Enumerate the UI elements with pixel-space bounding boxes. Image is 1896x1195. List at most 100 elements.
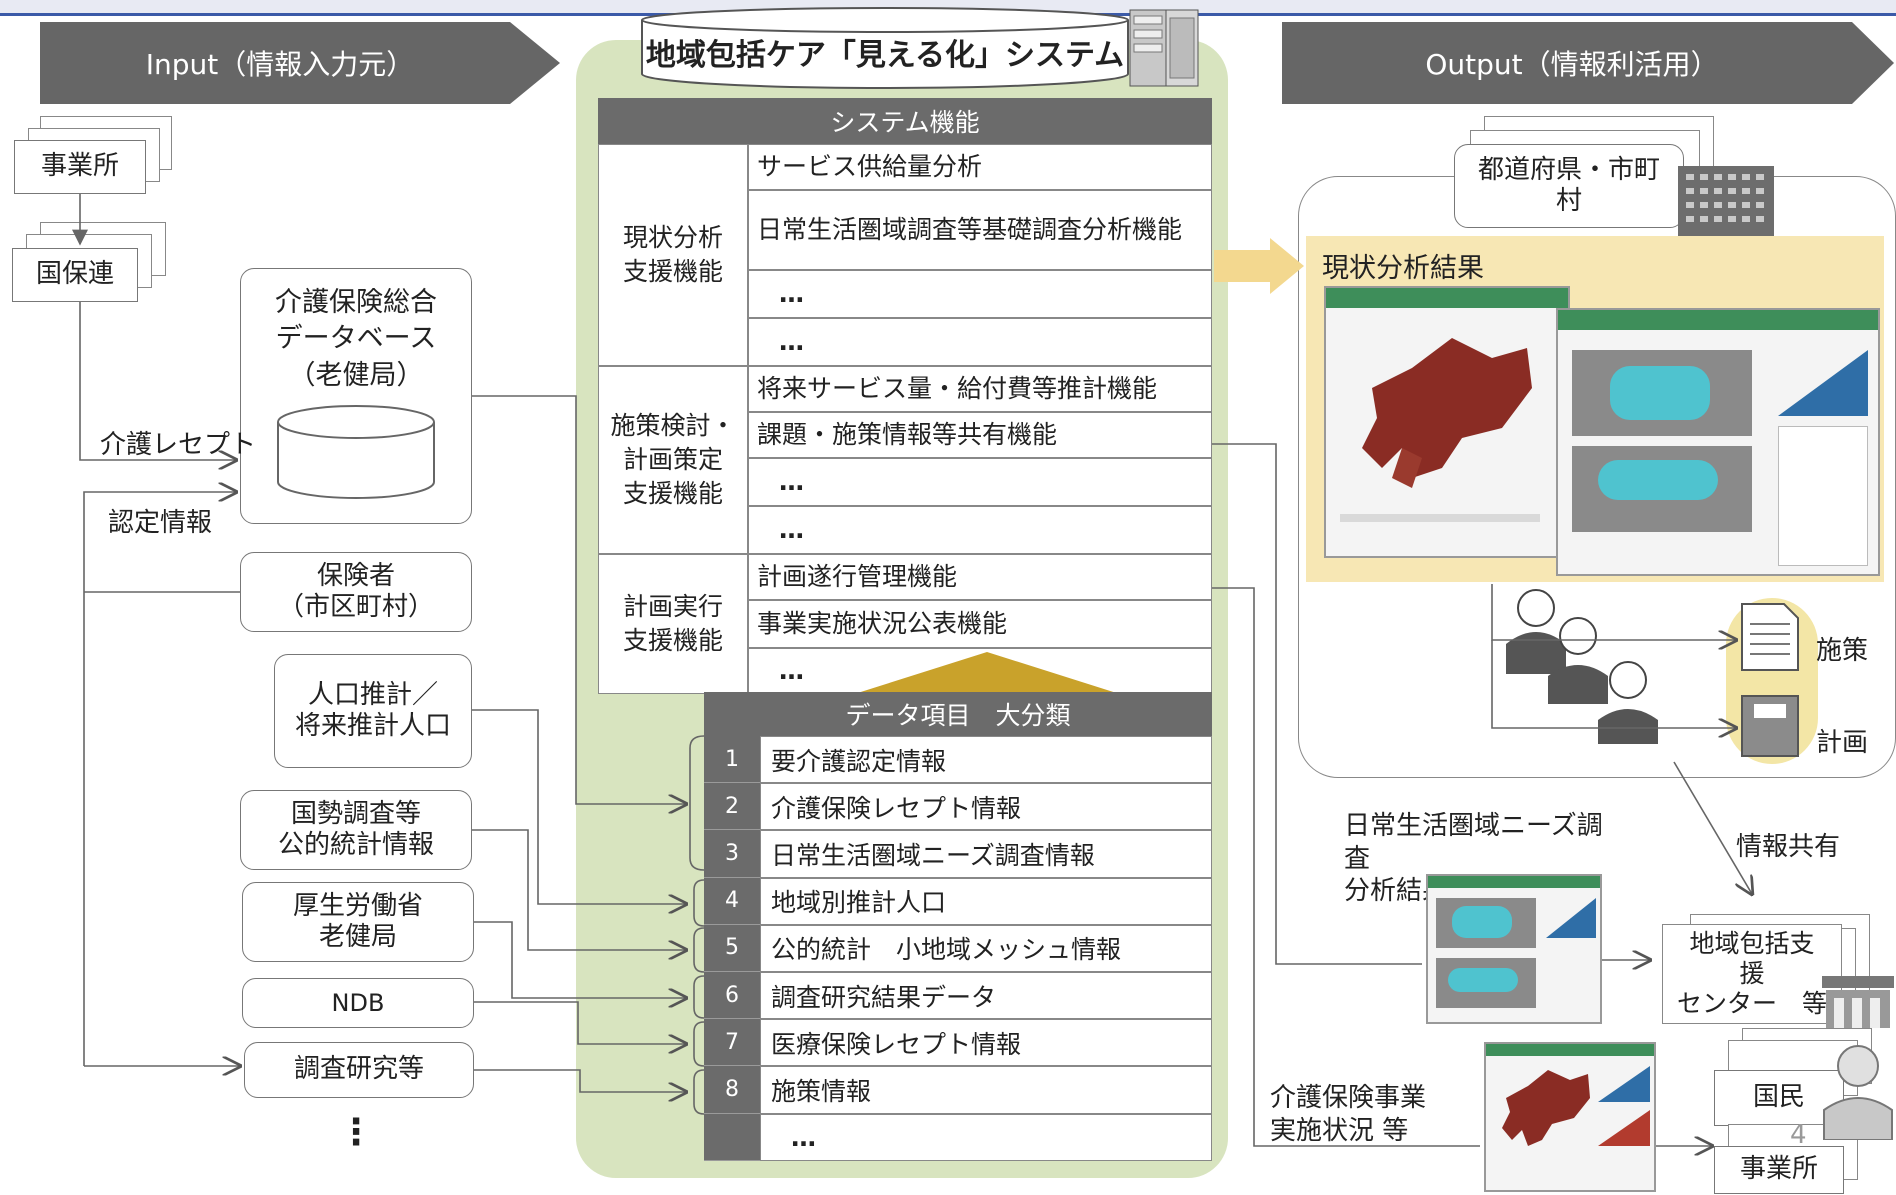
function-group-3-label-line2: 支援機能	[622, 626, 723, 655]
center-line2: 援	[1739, 959, 1765, 988]
kokumin-box: 国民	[1714, 1070, 1844, 1126]
function-group-1-label: 現状分析 支援機能	[598, 144, 748, 366]
function-row-1-2: 日常生活圏域調査等基礎調査分析機能	[748, 190, 1212, 270]
function-row-1-4: …	[748, 318, 1212, 366]
todofuken-line2: 村	[1555, 186, 1582, 216]
output-header-shape	[1282, 22, 1894, 104]
input-header-shape	[40, 22, 560, 104]
office-building-icon-graphic	[1678, 166, 1774, 238]
hokkaido-map	[1362, 338, 1532, 488]
elderly-person-icon	[1823, 1045, 1893, 1140]
output-arrow-icon	[1214, 238, 1304, 294]
screenshot-titlebar	[1326, 288, 1568, 308]
screenshot-detail-window	[1556, 308, 1880, 576]
todofuken-box: 都道府県・市町 村	[1454, 144, 1684, 228]
data-item-label: …	[760, 1113, 1212, 1161]
server-icon-graphic	[1129, 9, 1199, 87]
page-number: 4	[1790, 1120, 1807, 1150]
database-cylinder-icon	[277, 405, 435, 500]
jinko-box: 人口推計／ 将来推計人口	[274, 654, 472, 768]
joho-kyoyu-label: 情報共有	[1736, 832, 1841, 862]
function-row-2-2: 課題・施策情報等共有機能	[748, 412, 1212, 458]
function-row-1-3: …	[748, 270, 1212, 318]
needs-line2: 査	[1344, 843, 1371, 874]
center-line3: センター 等	[1676, 989, 1827, 1018]
function-row-1-1: サービス供給量分析	[748, 144, 1212, 190]
kokuhoren-box: 国保連	[12, 248, 138, 302]
jisshi-line2: 実施状況 等	[1270, 1115, 1409, 1146]
bar-gradient-chart	[1778, 350, 1868, 416]
needs-cyan-2	[1448, 968, 1518, 992]
screenshot-needs-window	[1426, 874, 1602, 1024]
jisshi-label: 介護保険事業 実施状況 等	[1270, 1082, 1426, 1147]
shisaku-label: 施策	[1816, 636, 1869, 666]
people-icon	[1506, 589, 1658, 744]
kokusei-line2: 公的統計情報	[277, 830, 434, 860]
kaigo-db-line3: （老健局）	[288, 359, 424, 391]
inputs-more-ellipsis: ⋮	[338, 1112, 374, 1153]
data-item-number: 3	[704, 830, 760, 878]
data-item-label: 施策情報	[760, 1066, 1212, 1114]
data-item-number: 1	[704, 736, 760, 784]
genjo-label: 現状分析結果	[1322, 253, 1484, 284]
jisshi-line1: 介護保険事業	[1270, 1083, 1427, 1113]
ndb-box: NDB	[242, 978, 474, 1028]
function-group-1-label-line2: 支援機能	[622, 257, 723, 286]
function-row-2-3: …	[748, 458, 1212, 506]
system-title-drum: 地域包括ケア「見える化」システム	[640, 6, 1130, 90]
input-header: Input（情報入力元）	[40, 22, 560, 104]
function-group-3-label: 計画実行 支援機能	[598, 554, 748, 694]
function-group-2-label-line1: 施策検討・	[610, 411, 736, 441]
output-header: Output（情報利活用）	[1282, 22, 1894, 104]
data-item-number: 5	[704, 924, 760, 972]
kokusei-box: 国勢調査等 公的統計情報	[240, 790, 472, 870]
kokusei-line1: 国勢調査等	[290, 798, 421, 829]
data-item-label: 介護保険レセプト情報	[760, 783, 1212, 831]
input-header-label: Input（情報入力元）	[145, 48, 415, 81]
jigyosho-box: 事業所	[14, 140, 146, 194]
binder-icon	[1741, 695, 1799, 757]
hokensha-line2: （市区町村）	[277, 592, 434, 622]
center-line1: 地域包括支	[1689, 929, 1815, 958]
needs-cyan-1	[1452, 906, 1512, 938]
function-row-2-4: …	[748, 506, 1212, 554]
screenshot-needs-titlebar	[1428, 876, 1600, 888]
needs-bar-chart	[1546, 898, 1596, 938]
mhlw-box: 厚生労働省 老健局	[242, 882, 474, 962]
data-item-number	[704, 1113, 760, 1161]
data-item-label: 日常生活圏域ニーズ調査情報	[760, 830, 1212, 878]
nintei-label: 認定情報	[108, 508, 213, 538]
function-row-2-1: 将来サービス量・給付費等推計機能	[748, 366, 1212, 412]
system-title-drum-shape	[641, 7, 1129, 89]
cyan-area-1	[1610, 366, 1710, 420]
function-group-2-label-line3: 支援機能	[622, 478, 723, 508]
center-box: 地域包括支 援 センター 等	[1662, 924, 1842, 1024]
kaigo-db-box: 介護保険総合 データベース （老健局）	[240, 268, 472, 524]
jisshi-blue-chart	[1598, 1066, 1650, 1102]
function-group-3-label-line1: 計画実行	[622, 592, 723, 622]
document-icon	[1741, 603, 1799, 671]
hokensha-box: 保険者 （市区町村）	[240, 552, 472, 632]
hokensha-line1: 保険者	[316, 560, 395, 591]
data-item-label: 調査研究結果データ	[760, 972, 1212, 1020]
cyan-area-2	[1598, 460, 1718, 500]
data-item-label: 地域別推計人口	[760, 877, 1212, 925]
chosa-box: 調査研究等	[244, 1042, 474, 1098]
jinko-line2: 将来推計人口	[294, 711, 451, 741]
mhlw-line1: 厚生労働省	[292, 890, 423, 921]
screenshot-jisshi-window	[1484, 1042, 1656, 1192]
function-group-2-label: 施策検討・ 計画策定 支援機能	[598, 366, 748, 554]
jinko-line1: 人口推計／	[307, 679, 438, 710]
data-item-number: 7	[704, 1019, 760, 1067]
function-group-1-label-line1: 現状分析	[622, 223, 723, 253]
jisshi-map	[1502, 1070, 1590, 1146]
screenshot-jisshi-titlebar	[1486, 1044, 1654, 1056]
screenshot-slider	[1340, 514, 1540, 522]
function-row-3-1: 計画遂行管理機能	[748, 554, 1212, 600]
data-item-number: 8	[704, 1066, 760, 1114]
server-icon	[1128, 8, 1200, 88]
data-items-header: データ項目 大分類	[704, 692, 1212, 736]
center-building-icon	[1822, 976, 1894, 1028]
function-row-3-2: 事業実施状況公表機能	[748, 600, 1212, 648]
